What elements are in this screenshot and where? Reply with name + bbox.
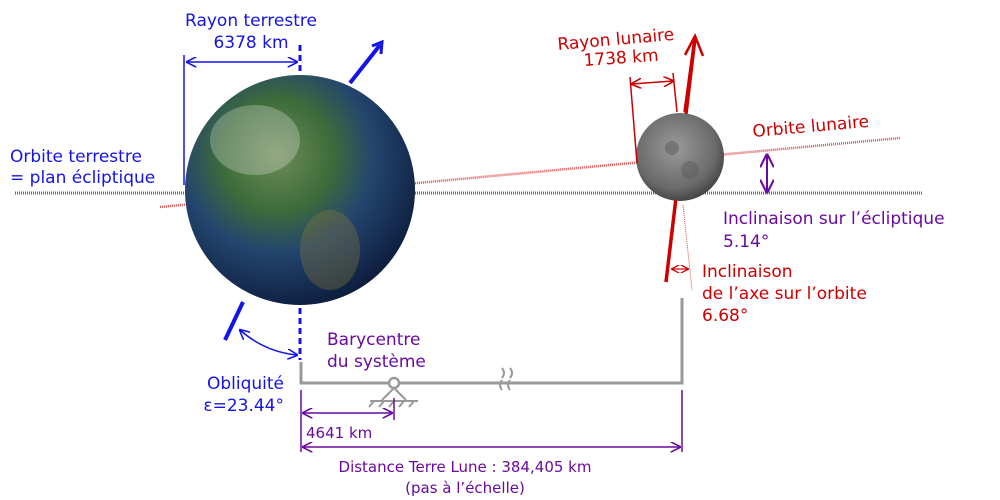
scale-note: (pas à l’échelle)	[405, 479, 525, 497]
inclination-value: 5.14°	[723, 232, 769, 252]
axis-tilt-label-2: de l’axe sur l’orbite	[702, 284, 867, 304]
barycentre-label-2: du système	[327, 352, 426, 372]
barycentre-pivot	[387, 376, 401, 390]
earth-orbit-label-2: = plan écliptique	[10, 168, 155, 188]
earth-radius-label: Rayon terrestre	[185, 11, 317, 31]
inclination-label: Inclinaison sur l’écliptique	[723, 209, 945, 229]
earth	[185, 75, 415, 305]
obliquity-label: Obliquité	[207, 374, 284, 394]
barycentre-distance: 4641 km	[306, 424, 372, 442]
earth-moon-distance-label: Distance Terre Lune : 384,405 km	[339, 458, 592, 476]
scale-bar	[299, 298, 684, 385]
earth-axis-south	[223, 301, 245, 341]
axis-tilt-value: 6.68°	[702, 306, 748, 326]
earth-orbit-label: Orbite terrestre	[10, 147, 142, 167]
moon	[636, 113, 724, 201]
obliquity-arc	[240, 330, 297, 355]
moon-radius-value: 1738 km	[583, 46, 659, 71]
axis-tilt-label: Inclinaison	[702, 262, 793, 282]
earth-axis-north-arrow	[348, 43, 382, 85]
barycentre-label: Barycentre	[327, 330, 420, 350]
moon-axis-arrow	[683, 37, 697, 113]
obliquity-value: ε=23.44°	[203, 396, 284, 416]
earth-radius-value: 6378 km	[213, 33, 288, 53]
moon-radius-arrow	[632, 81, 673, 84]
moon-orbit-label: Orbite lunaire	[752, 112, 870, 142]
